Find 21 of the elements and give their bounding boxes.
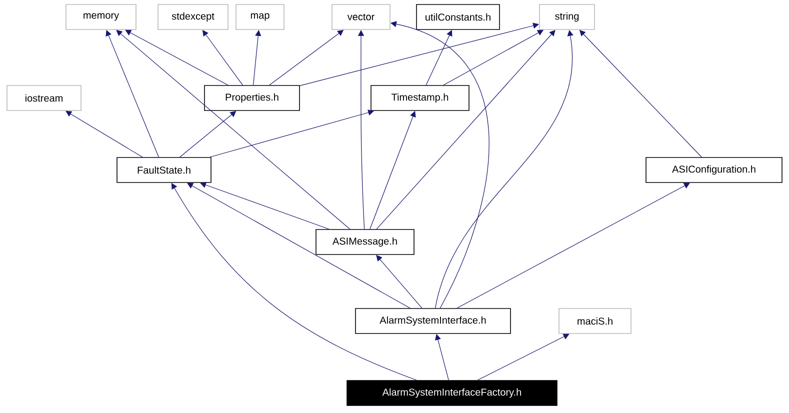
arrow (125, 30, 228, 86)
arrow (200, 182, 330, 230)
header-box: ASIMessage.h (316, 229, 414, 255)
arrow (187, 182, 410, 308)
header-box: iostream (6, 85, 82, 111)
header-box: Properties.h (204, 85, 300, 111)
header-box: maciS.h (558, 308, 632, 334)
header-box: ASIConfiguration.h (646, 157, 782, 183)
arrow (456, 182, 690, 308)
header-box: FaultState.h (116, 157, 212, 183)
header-box: memory (66, 4, 136, 30)
header-box: AlarmSystemInterface.h (355, 308, 511, 334)
arrow (477, 334, 570, 380)
header-box: utilConstants.h (416, 4, 500, 30)
highlighted-header-box: AlarmSystemInterfaceFactory.h (346, 380, 558, 406)
header-box: map (236, 4, 284, 30)
header-box: vector (332, 4, 390, 30)
header-box: string (539, 4, 595, 30)
arrow (66, 110, 143, 158)
header-box: stdexcept (158, 4, 228, 30)
header-box: Timestamp.h (370, 85, 470, 111)
